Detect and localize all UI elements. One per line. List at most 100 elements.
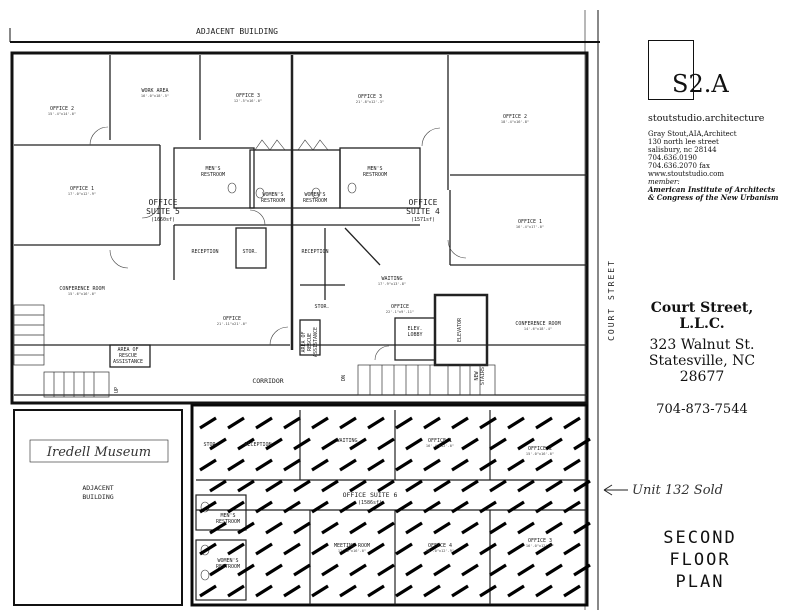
hatch-stroke: [517, 563, 535, 577]
hatch-stroke: [265, 479, 283, 493]
hatch-stroke: [433, 479, 451, 493]
hatch-stroke: [563, 584, 581, 598]
hatch-stroke: [237, 563, 255, 577]
room-label-stor-left: STOR.: [242, 249, 257, 255]
stairs-dn-label: DN: [341, 375, 347, 381]
stairs-left: [13, 304, 110, 398]
adjacent-building-top: [9, 10, 600, 610]
stairs-right: [357, 364, 496, 396]
suite6-label: OFFICE SUITE 6(1586sf): [343, 491, 398, 506]
hatch-stroke: [321, 437, 339, 451]
hatch-stroke: [237, 437, 255, 451]
hatch-stroke: [433, 563, 451, 577]
hatch-stroke: [517, 437, 535, 451]
hatch-stroke: [423, 416, 441, 430]
hatch-stroke: [535, 584, 553, 598]
hatch-stroke: [405, 479, 423, 493]
hatch-stroke: [377, 479, 395, 493]
door-swings: [89, 126, 467, 361]
hatch-stroke: [293, 479, 311, 493]
hatch-stroke: [423, 458, 441, 472]
interior-walls: [14, 55, 587, 396]
hatch-stroke: [367, 458, 385, 472]
hatch-stroke: [283, 416, 301, 430]
logo-box: [648, 40, 694, 100]
hatch-stroke: [433, 521, 451, 535]
hatch-stroke: [227, 542, 245, 556]
room-label-elev-lobby: ELEV.LOBBY: [407, 326, 422, 338]
hatch-stroke: [545, 521, 563, 535]
hatch-stroke: [507, 458, 525, 472]
hatch-stroke: [237, 521, 255, 535]
hatch-stroke: [227, 416, 245, 430]
hatch-stroke: [563, 542, 581, 556]
hatch-stroke: [227, 458, 245, 472]
hatch-stroke: [339, 542, 357, 556]
hatch-stroke: [377, 437, 395, 451]
member-line: & Congress of the New Urbanism: [648, 193, 779, 202]
company-phone: 704-873-7544: [656, 402, 748, 417]
hatch-stroke: [311, 416, 329, 430]
hatch-stroke: [255, 584, 273, 598]
hatch-stroke: [507, 500, 525, 514]
hatch-stroke: [489, 521, 507, 535]
hatch-stroke: [423, 542, 441, 556]
hatch-stroke: [423, 584, 441, 598]
hatch-stroke: [405, 521, 423, 535]
hatch-stroke: [237, 479, 255, 493]
hatch-stroke: [563, 416, 581, 430]
hatch-stroke: [545, 479, 563, 493]
company-name: Court Street,L.L.C.: [650, 300, 754, 332]
hatch-stroke: [311, 500, 329, 514]
hatch-stroke: [405, 563, 423, 577]
architect-line: www.stoutstudio.com: [648, 170, 725, 178]
hatch-stroke: [265, 437, 283, 451]
sold-unit-boundary: [191, 404, 588, 606]
hatch-stroke: [563, 458, 581, 472]
hatch-stroke: [535, 416, 553, 430]
hatch-stroke: [199, 500, 217, 514]
court-street-label: COURT STREET: [607, 259, 616, 341]
hatch-stroke: [367, 416, 385, 430]
hatch-stroke: [293, 563, 311, 577]
hatch-stroke: [377, 521, 395, 535]
hatch-stroke: [489, 563, 507, 577]
hatch-stroke: [377, 563, 395, 577]
hatch-stroke: [227, 500, 245, 514]
hatch-stroke: [293, 521, 311, 535]
hatch-stroke: [479, 500, 497, 514]
room-label-stor-right: STOR.: [314, 304, 329, 310]
hatch-stroke: [283, 584, 301, 598]
hatch-stroke: [321, 479, 339, 493]
museum-note: Iredell Museum: [29, 439, 169, 463]
room-label-elevator: ELEVATOR: [457, 317, 463, 342]
hatch-stroke: [321, 521, 339, 535]
hatch-stroke: [395, 584, 413, 598]
hatch-stroke: [517, 479, 535, 493]
architect-line: 130 north lee street: [648, 138, 719, 146]
hatch-stroke: [255, 458, 273, 472]
architect-line: member:: [648, 178, 680, 186]
hatch-stroke: [423, 500, 441, 514]
hatch-stroke: [265, 563, 283, 577]
sheet-number: S2.A: [672, 70, 729, 98]
hatch-stroke: [433, 437, 451, 451]
museum-label: Iredell Museum: [46, 445, 151, 460]
hatch-stroke: [395, 542, 413, 556]
hatch-stroke: [209, 479, 227, 493]
room-label-waiting-bottom: WAITING: [336, 438, 357, 444]
hatch-stroke: [349, 479, 367, 493]
